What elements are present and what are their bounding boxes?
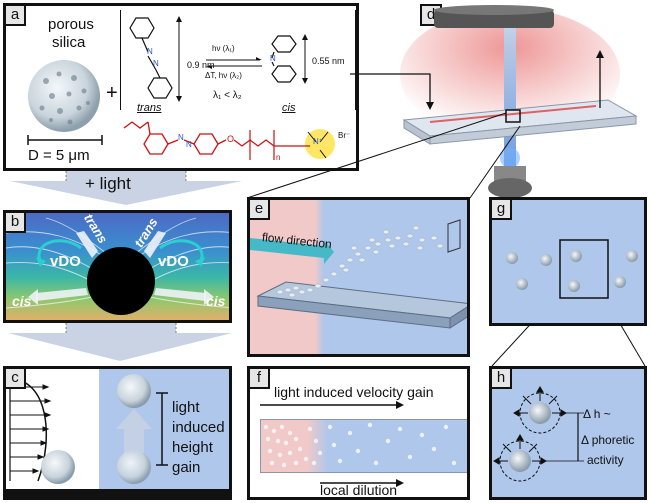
azo-n-2: N [186, 140, 192, 149]
plus-sign: + [106, 82, 118, 104]
panel-e: e flow direction [247, 197, 470, 357]
particles-f [260, 401, 457, 487]
azo-n-1: N [178, 133, 184, 142]
trans-size: 0.9 nm [187, 60, 215, 70]
azobenzene-box [120, 10, 356, 110]
ammonium-n: N⁺ [313, 137, 323, 146]
panel-h: h Δ h ~ Δ phoretic activity [489, 366, 647, 500]
cis-size-arrow [302, 34, 308, 84]
local-dilution-label: local dilution [320, 482, 398, 498]
cis-right-label: cis [206, 293, 226, 309]
vdo-right-label: vDO [158, 253, 189, 270]
particles-c [6, 374, 229, 497]
cis-azobenzene [271, 35, 297, 83]
vdo-left-label: vDO [50, 253, 81, 270]
light-arrow [10, 171, 242, 205]
scale-bar [27, 135, 103, 145]
particles-g [506, 239, 638, 299]
repeat-n: n [276, 153, 281, 162]
cis-n1: N [270, 54, 276, 63]
delta-h-label: Δ h ~ [583, 407, 611, 421]
trans-n1: N [147, 47, 153, 56]
panel-c: c light induced height gain [3, 366, 232, 500]
height-gain-line-3: height [172, 439, 213, 456]
panel-c-label: c [6, 369, 26, 389]
forward-condition: hν (λ₁) [212, 44, 235, 53]
velocity-gain-label: light induced velocity gain [274, 384, 434, 400]
silica-particle [28, 60, 100, 132]
oxygen-atom: O [227, 134, 235, 144]
panel-f-label: f [250, 369, 270, 389]
height-gain-line-2: induced [172, 419, 225, 436]
silica-label: silica [52, 34, 86, 51]
panel-e-label: e [250, 200, 270, 220]
porous-label: porous [48, 16, 94, 33]
height-gain-line-4: gain [172, 459, 201, 476]
panel-g: g [489, 197, 647, 326]
trans-label: trans [137, 102, 162, 114]
diameter-label: D = 5 μm [28, 147, 90, 164]
panel-b-label: b [6, 213, 26, 233]
trans-n2: N [153, 59, 159, 68]
cis-label: cis [282, 102, 296, 114]
activity-label: activity [587, 453, 624, 467]
panel-g-label: g [492, 200, 512, 220]
bromide-label: Br⁻ [338, 131, 351, 140]
channel-and-particles-e [250, 219, 467, 329]
height-gain-line-1: light [172, 399, 200, 416]
panel-a: a porous silica D = 5 μm + [3, 3, 359, 171]
cis-left-label: cis [12, 293, 32, 309]
panel-d-microscope-setup [350, 5, 638, 198]
particles-h [493, 386, 584, 482]
panel-b-to-c-arrow [8, 323, 232, 361]
equilibrium-arrows [206, 57, 262, 69]
cis-size: 0.55 nm [312, 56, 345, 66]
panel-a-label: a [6, 6, 26, 26]
panel-f: f light induced velocity gain local dilu… [247, 366, 470, 500]
azo-surfactant-molecule [123, 121, 335, 160]
panel-h-label: h [492, 369, 512, 389]
trans-size-arrow [176, 16, 182, 102]
panel-b: b trans trans vDO vDO cis cis [3, 210, 232, 323]
light-arrow-label: + light [85, 174, 131, 193]
phoretic-label: Δ phoretic [581, 433, 635, 447]
reverse-condition: ΔT, hν (λ₂) [205, 71, 242, 80]
wavelength-condition: λ₁ < λ₂ [213, 90, 242, 101]
flow-streamlines [6, 217, 229, 315]
trans-azobenzene [129, 17, 173, 99]
